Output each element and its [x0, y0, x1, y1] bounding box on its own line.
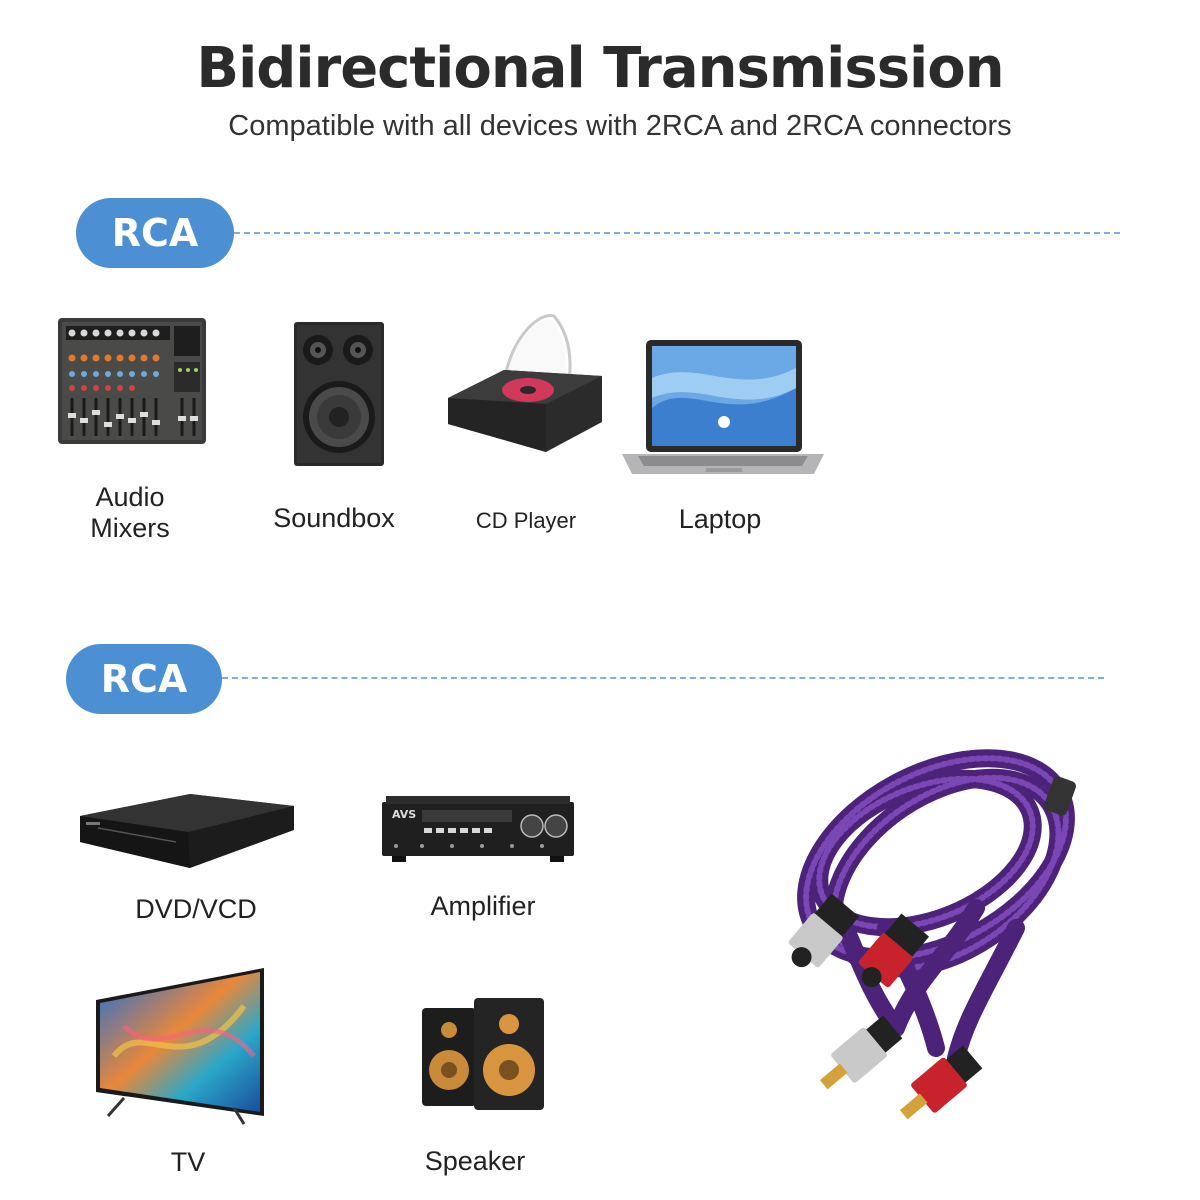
device-label-tv: TV	[170, 1147, 206, 1177]
page-subtitle: Compatible with all devices with 2RCA an…	[228, 110, 1012, 142]
dvd-player-icon	[78, 792, 296, 872]
page-title: Bidirectional Transmission	[196, 36, 1004, 101]
device-label-speaker: Speaker	[424, 1146, 526, 1176]
soundbox-icon	[294, 322, 384, 466]
section-divider-bottom	[222, 677, 1104, 679]
rca-badge-bottom: RCA	[66, 644, 222, 714]
device-label-dvd-vcd: DVD/VCD	[135, 894, 257, 924]
device-label-amplifier: Amplifier	[430, 891, 536, 921]
speaker-icon	[418, 994, 548, 1114]
section-divider-top	[234, 232, 1120, 234]
cd-player-icon	[446, 312, 606, 456]
amplifier-brand: AVS	[392, 808, 416, 821]
audio-mixer-icon	[58, 318, 206, 446]
device-label-audio-mixers: Audio Mixers	[90, 482, 170, 543]
device-label-cd-player: CD Player	[475, 508, 577, 533]
amplifier-icon: AVS	[382, 796, 574, 864]
device-label-soundbox: Soundbox	[273, 503, 395, 533]
device-label-laptop: Laptop	[678, 504, 762, 534]
tv-icon	[94, 966, 272, 1126]
laptop-icon	[618, 338, 828, 483]
rca-cable-icon	[776, 728, 1121, 1138]
rca-badge-top: RCA	[76, 198, 234, 268]
